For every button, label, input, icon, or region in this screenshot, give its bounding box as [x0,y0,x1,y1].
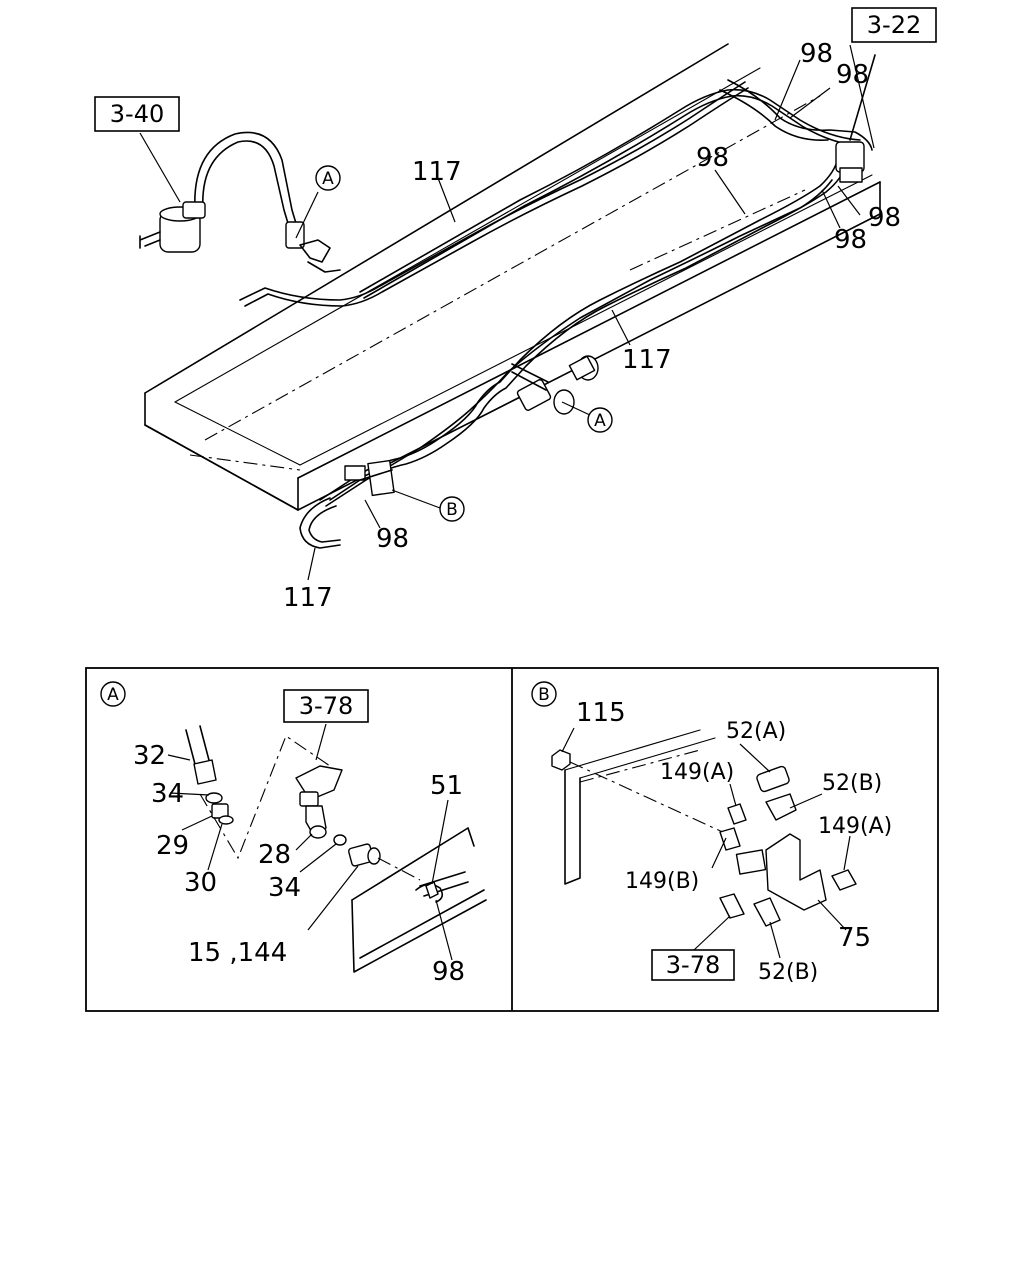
label-a-34: 34 [151,779,184,809]
callout-a-top[interactable]: A [315,165,341,191]
ref-box-3-40[interactable]: 3-40 [94,96,180,132]
connector-3-22 [835,54,876,183]
label-b-149a-right: 149(A) [818,814,892,839]
pipe-117-rear [719,79,873,151]
svg-text:3-40: 3-40 [110,100,164,128]
label-98-top2: 98 [836,60,869,90]
canister-3-40 [139,131,341,273]
label-a-34b: 34 [268,873,301,903]
svg-text:3-78: 3-78 [666,951,720,979]
pipe-98-lower [319,145,853,507]
main-leaders [139,44,875,581]
ref-box-3-78-a[interactable]: 3-78 [283,689,369,723]
callout-b[interactable]: B [439,496,465,522]
label-98-right2: 98 [834,225,867,255]
valve-a-main [511,355,599,415]
label-b-149b: 149(B) [625,869,699,894]
label-117-top: 117 [412,157,462,187]
detail-a-marker: A [100,681,126,707]
svg-text:A: A [322,169,334,189]
label-b-52a: 52(A) [726,719,786,744]
label-b-149a-top: 149(A) [660,760,734,785]
svg-text:A: A [594,411,606,431]
pipe-117-lower [299,179,833,549]
ref-box-3-22[interactable]: 3-22 [851,7,937,43]
detail-panels-frame [85,667,939,1012]
label-b-52b-bottom: 52(B) [758,960,818,985]
frame-rail [144,43,881,511]
label-a-32: 32 [133,741,166,771]
label-b-75: 75 [838,923,871,953]
pipe-98-upper [359,88,863,299]
detail-b-marker: B [531,681,557,707]
label-a-15-144: 15 ,144 [188,938,287,968]
label-b-52b-top: 52(B) [822,771,882,796]
label-a-29: 29 [156,831,189,861]
label-a-98: 98 [432,957,465,987]
label-98-bottom: 98 [376,524,409,554]
pipe-117-upper [239,81,749,307]
label-a-30: 30 [184,868,217,898]
label-a-51: 51 [430,771,463,801]
label-98-right1: 98 [868,203,901,233]
label-98-mid: 98 [696,143,729,173]
label-b-115: 115 [576,698,626,728]
svg-text:B: B [446,500,458,520]
label-a-28: 28 [258,840,291,870]
callout-a-mid[interactable]: A [587,407,613,433]
detail-b: B 3-78 [531,681,892,985]
bracket-b-main [329,459,395,501]
label-117-mid: 117 [622,345,672,375]
svg-text:3-22: 3-22 [867,11,921,39]
label-98-top1: 98 [800,39,833,69]
svg-text:3-78: 3-78 [299,692,353,720]
detail-a: A 3-78 [100,681,487,987]
ref-box-3-78-b[interactable]: 3-78 [651,949,735,981]
svg-text:A: A [107,685,119,705]
svg-text:B: B [538,685,550,705]
label-117-bottom: 117 [283,583,333,613]
